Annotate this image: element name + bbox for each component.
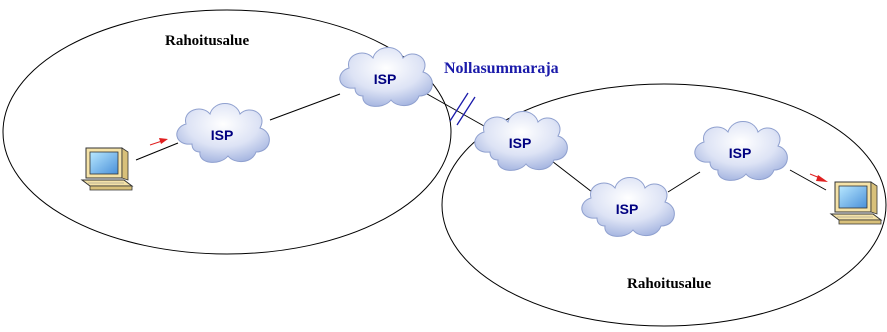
computer-right-icon — [830, 181, 882, 225]
link-isp-left1-isp-left2 — [269, 93, 341, 121]
cloud-isp-left-1: ISP — [176, 103, 270, 163]
cloud-isp-right-3: ISP — [694, 121, 788, 181]
cloud-isp-right-1-label: ISP — [509, 135, 532, 151]
region-label-left: Rahoitusalue — [165, 33, 250, 49]
boundary-label: Nollasummaraja — [444, 60, 559, 77]
cloud-isp-right-2-label: ISP — [616, 201, 639, 217]
right-region-ellipse — [441, 83, 887, 327]
left-region-ellipse — [2, 9, 452, 255]
boundary-slash-1 — [449, 92, 469, 122]
computer-left-icon — [81, 147, 133, 191]
arrow-left — [149, 138, 168, 146]
cloud-isp-right-3-label: ISP — [729, 145, 752, 161]
cloud-isp-right-2: ISP — [581, 177, 675, 237]
link-isp-right3-right-computer — [789, 169, 827, 191]
cloud-isp-left-1-label: ISP — [211, 127, 234, 143]
region-label-right: Rahoitusalue — [627, 276, 712, 292]
link-isp-right1-isp-right2 — [547, 157, 593, 193]
arrow-right — [809, 173, 828, 182]
cloud-isp-right-1: ISP — [474, 111, 568, 171]
boundary-slash-2 — [456, 96, 476, 126]
link-isp-left2-isp-right1 — [419, 89, 485, 127]
cloud-isp-left-2: ISP — [339, 47, 433, 107]
link-left-computer-isp — [135, 142, 179, 161]
link-isp-right2-isp-right3 — [667, 171, 701, 193]
cloud-isp-left-2-label: ISP — [374, 71, 397, 87]
